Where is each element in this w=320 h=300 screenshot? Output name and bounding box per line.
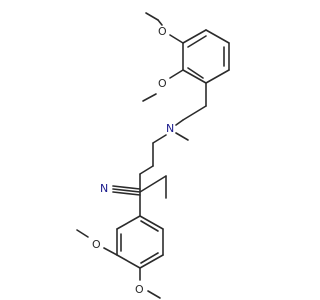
bond [157,19,163,26]
bond [116,254,141,269]
bond [139,175,167,193]
bond [116,215,141,230]
bond [182,105,207,121]
bond [182,29,207,44]
double-bond [140,252,159,264]
bond [112,188,141,193]
bond [139,254,164,269]
bond [142,93,157,102]
triple-bond [112,191,141,196]
chemical-structure-diagram: O O N N [76,12,230,299]
bond [175,132,189,141]
bond [182,69,207,84]
bond [169,34,184,44]
oxygen-atom: O [135,283,144,296]
bond [76,229,89,238]
bond [103,247,118,256]
bond [152,134,167,144]
top-aromatic-ring [182,29,230,84]
bond [205,69,230,84]
quaternary-center: N [100,175,167,199]
double-bond [187,35,207,48]
bottom-methoxy-groups: O O [76,229,161,299]
bond [147,290,161,299]
bottom-aromatic-ring [116,191,164,269]
oxygen-atom: O [158,25,167,38]
triple-bond [112,185,141,190]
bond [205,29,230,44]
bond [145,12,159,21]
amine-center: N [152,122,189,144]
structure-canvas: O O N N [76,12,230,299]
double-bond [187,67,204,79]
nitrogen-atom: N [166,122,174,135]
top-methoxy-groups: O O [142,12,184,102]
ethyl-linker [175,82,207,126]
oxygen-atom: O [158,77,167,90]
double-bond [140,220,159,232]
oxygen-atom: O [92,238,101,251]
bond [169,69,184,79]
bond [175,119,184,126]
bond [139,215,164,230]
nitrile-nitrogen-atom: N [100,182,108,195]
bond [139,165,154,175]
